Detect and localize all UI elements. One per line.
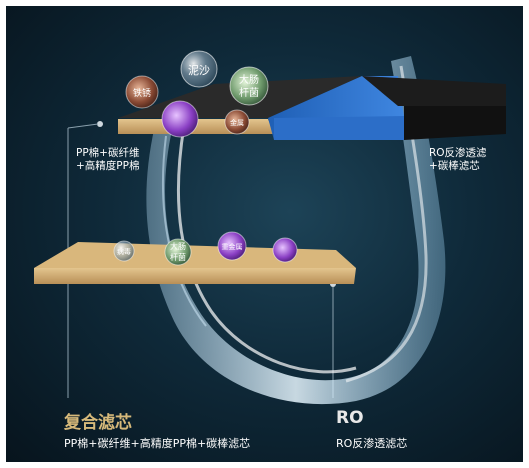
leader-dot-left <box>97 121 103 127</box>
svg-text:杆菌: 杆菌 <box>170 252 186 262</box>
bubble-metal: 金属 <box>224 109 250 135</box>
annotation-left-line1: PP棉+碳纤维 <box>76 147 140 159</box>
composite-filter-annotation: PP棉+碳纤维 +高精度PP棉 <box>76 147 139 173</box>
bubble-purple-bottom <box>272 237 298 263</box>
svg-text:重金属: 重金属 <box>222 242 243 251</box>
bubble-ecoli: 大肠 杆菌 <box>229 66 269 106</box>
svg-text:大肠: 大肠 <box>239 73 259 86</box>
ro-title: RO <box>336 408 364 428</box>
infographic-stage: 铁锈 泥沙 大肠 杆菌 金属 病毒 大肠 杆菌 重金属 <box>6 6 523 462</box>
bubble-virus: 病毒 <box>113 240 135 262</box>
bubble-heavy-metal: 重金属 <box>217 231 247 261</box>
ro-filter-annotation: RO反渗透滤 +碳棒滤芯 <box>429 147 487 173</box>
annotation-left-line2: +高精度PP棉 <box>76 160 140 172</box>
svg-text:病毒: 病毒 <box>117 247 131 256</box>
svg-text:金属: 金属 <box>230 118 244 127</box>
bubble-ecoli-bottom: 大肠 杆菌 <box>164 238 192 266</box>
carbon-block <box>362 76 506 106</box>
svg-text:大肠: 大肠 <box>170 241 186 251</box>
composite-filter-description: PP棉+碳纤维+高精度PP棉+碳棒滤芯 <box>64 437 251 450</box>
filter-illustration: 铁锈 泥沙 大肠 杆菌 金属 病毒 大肠 杆菌 重金属 <box>34 50 506 405</box>
bubble-sediment: 泥沙 <box>180 50 218 88</box>
ro-description: RO反渗透滤芯 <box>336 437 408 450</box>
bubble-rust: 铁锈 <box>125 75 159 109</box>
bottom-filter-top <box>34 242 356 268</box>
svg-text:杆菌: 杆菌 <box>239 87 259 99</box>
composite-filter-title: 复合滤芯 <box>64 413 132 433</box>
bubble-virus-top <box>161 100 199 138</box>
annotation-right-line2: +碳棒滤芯 <box>429 160 480 172</box>
bottom-filter-side <box>34 268 356 284</box>
svg-text:泥沙: 泥沙 <box>188 64 210 77</box>
annotation-right-line1: RO反渗透滤 <box>429 147 487 159</box>
svg-text:铁锈: 铁锈 <box>133 87 151 99</box>
